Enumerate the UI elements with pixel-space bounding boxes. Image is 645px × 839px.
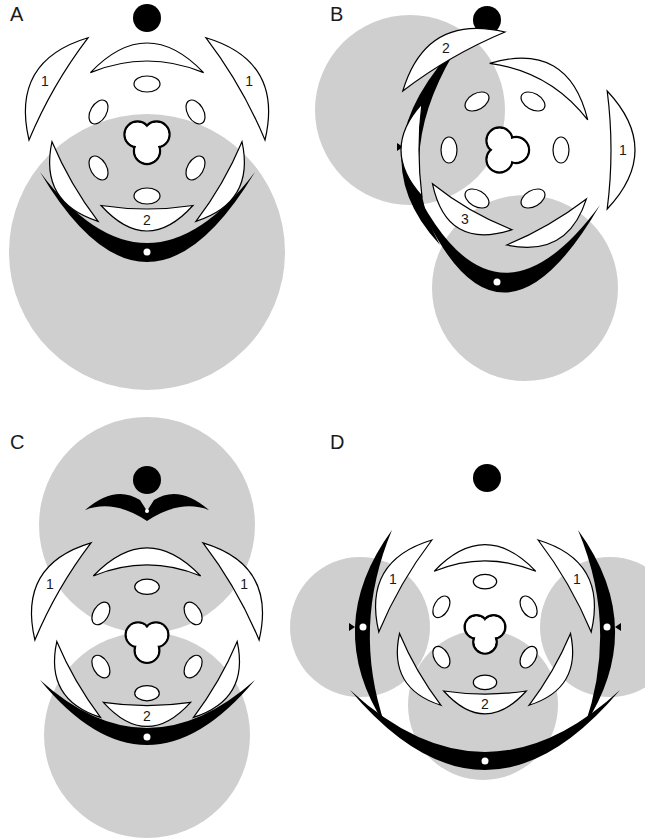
outer-tepal [538, 540, 594, 632]
axis-dot [133, 466, 161, 494]
axis-dot [473, 464, 501, 492]
stamen [473, 675, 496, 689]
stamen [180, 599, 205, 628]
callout-number: 1 [619, 143, 627, 157]
stamen [180, 652, 205, 681]
panel-letter: A [10, 4, 23, 24]
stamen [182, 153, 209, 184]
ovary-fill [475, 631, 496, 652]
axis-dot [133, 4, 161, 32]
callout-number: 1 [240, 577, 248, 591]
stamen [517, 643, 541, 670]
bract [350, 690, 620, 770]
midrib-dot [604, 624, 611, 631]
outer-tepal [376, 540, 432, 632]
callout-number: 1 [46, 577, 54, 591]
gray-zones [9, 15, 645, 838]
bract-keel [615, 623, 621, 631]
stamen [134, 76, 160, 92]
midrib-dot [482, 758, 489, 765]
flowers [25, 28, 635, 726]
stamen [134, 188, 160, 204]
stamen [182, 97, 209, 128]
midrib-dot [494, 279, 501, 286]
callout-number: 2 [481, 697, 489, 711]
stamen [473, 574, 496, 588]
stamen [517, 593, 541, 620]
gray-zone [44, 632, 250, 838]
ovary-fill [136, 639, 158, 661]
stamen [429, 593, 453, 620]
midrib-dot [144, 249, 151, 256]
inner-tepal [54, 642, 100, 718]
inner-tepal [93, 548, 200, 576]
midrib-dot [360, 624, 367, 631]
inner-tepal [50, 142, 99, 222]
callout-number: 3 [461, 212, 469, 226]
callout-number: 1 [573, 572, 581, 586]
panel-letter: B [330, 4, 343, 24]
stamen [85, 97, 112, 128]
callout-number: 2 [143, 213, 151, 227]
panel-letter: C [10, 432, 24, 452]
inner-tepal [434, 545, 536, 572]
outer-tepal [203, 543, 263, 640]
outer-tepal [25, 38, 88, 140]
gray-zone [39, 417, 255, 633]
gray-zone [9, 114, 285, 390]
stamen [518, 88, 549, 115]
stamen [135, 579, 160, 594]
callout-number: 1 [41, 74, 49, 88]
inner-tepal [196, 142, 245, 222]
ovary-fill [488, 148, 512, 172]
callout-number: 2 [442, 41, 450, 55]
panel-letter: D [330, 432, 344, 452]
outer-tepal [31, 543, 91, 640]
midrib-dot [145, 509, 149, 513]
bract [355, 530, 392, 725]
bract [408, 175, 600, 293]
outer-tepal [607, 91, 635, 209]
bract [578, 530, 615, 725]
stamen [135, 686, 160, 701]
outer-tepal [444, 691, 527, 714]
flower [31, 543, 262, 727]
stamen [462, 185, 493, 212]
outer-tepal [206, 38, 269, 140]
callout-number: 1 [245, 74, 253, 88]
flower [376, 540, 595, 714]
inner-tepal [397, 634, 441, 706]
inner-tepal [507, 199, 587, 248]
stamen [462, 88, 493, 115]
outer-tepal [103, 702, 190, 726]
inner-tepal [90, 43, 203, 73]
stamen [429, 643, 453, 670]
flower [25, 38, 268, 231]
midrib-dot [144, 734, 151, 741]
stamen [518, 185, 549, 212]
inner-tepal [490, 58, 588, 120]
stamen [85, 153, 112, 184]
callout-number: 2 [143, 709, 151, 723]
outer-tepal [433, 184, 513, 235]
stamen [441, 137, 457, 163]
prophyll [85, 494, 209, 521]
flower [401, 28, 635, 247]
ovary-fill [135, 139, 159, 163]
callout-number: 1 [389, 572, 397, 586]
inner-tepal [529, 634, 573, 706]
bracts [40, 40, 621, 770]
gray-zone [315, 15, 505, 205]
stamen [553, 137, 569, 163]
bract-midribs [144, 144, 611, 765]
outer-tepal [403, 28, 505, 91]
inner-tepal [401, 104, 422, 196]
bract-keel [349, 623, 355, 631]
stamen [88, 599, 113, 628]
outer-tepal [101, 206, 193, 232]
inner-tepal [194, 642, 240, 718]
stamen [88, 652, 113, 681]
